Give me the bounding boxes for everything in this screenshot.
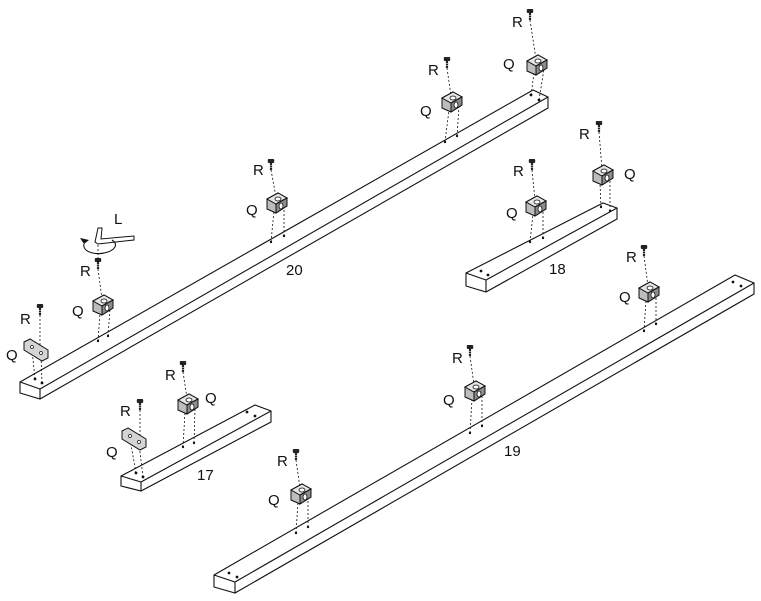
bracket-label-Q: Q xyxy=(72,303,84,320)
screw-label-R: R xyxy=(165,367,176,384)
screw-icon xyxy=(35,302,45,317)
screw-icon xyxy=(266,157,276,172)
guide-line xyxy=(97,268,103,300)
screw-icon xyxy=(178,359,188,374)
part-number-18: 18 xyxy=(549,261,566,278)
guide-line xyxy=(469,398,473,434)
guide-line xyxy=(270,169,277,198)
screw-label-R: R xyxy=(80,263,91,280)
guide-line xyxy=(193,407,196,444)
plate-label-Q: Q xyxy=(106,444,118,461)
bracket-label-Q: Q xyxy=(420,103,432,120)
corner-bracket-icon xyxy=(526,54,548,76)
screw-icon xyxy=(465,343,475,358)
guide-line xyxy=(40,354,43,384)
allen-key-icon xyxy=(80,227,135,262)
bracket-label-Q: Q xyxy=(443,392,455,409)
part-number-19: 19 xyxy=(504,443,521,460)
bracket-label-Q: Q xyxy=(268,492,280,509)
plate-label-Q: Q xyxy=(6,347,18,364)
screw-label-R: R xyxy=(277,453,288,470)
screw-label-R: R xyxy=(626,249,637,266)
guide-line xyxy=(182,371,188,399)
guide-line xyxy=(598,131,603,170)
screw-icon xyxy=(594,119,604,134)
guide-line xyxy=(538,68,545,101)
guide-line xyxy=(107,308,111,337)
screw-label-R: R xyxy=(253,162,264,179)
bracket-label-Q: Q xyxy=(619,289,631,306)
bracket-label-Q: Q xyxy=(503,56,515,73)
flat-plate-icon xyxy=(23,338,49,362)
guide-line xyxy=(444,109,450,143)
screw-icon xyxy=(527,157,537,172)
screw-label-R: R xyxy=(512,14,523,31)
guide-line xyxy=(531,169,536,201)
screw-icon xyxy=(639,243,649,258)
part-number-20: 20 xyxy=(286,262,303,279)
guide-line xyxy=(446,67,452,97)
guide-line xyxy=(456,105,460,137)
flat-plate-icon xyxy=(121,427,147,451)
screw-icon xyxy=(442,55,452,70)
screw-icon xyxy=(525,7,535,22)
guide-line xyxy=(469,355,475,386)
screw-label-R: R xyxy=(20,311,31,328)
guide-line xyxy=(295,501,299,534)
guide-line xyxy=(529,213,534,243)
tool-label-L: L xyxy=(114,211,122,228)
screw-icon xyxy=(291,447,301,462)
guide-line xyxy=(529,19,537,60)
guide-line xyxy=(643,255,649,287)
guide-line xyxy=(643,299,647,332)
screw-label-R: R xyxy=(428,62,439,79)
rail-18 xyxy=(465,202,618,293)
guide-line xyxy=(270,210,275,243)
screw-icon xyxy=(135,397,145,412)
bracket-label-Q: Q xyxy=(246,202,258,219)
guide-line xyxy=(599,182,602,208)
guide-line xyxy=(97,312,101,342)
bracket-label-Q: Q xyxy=(205,390,217,407)
screw-label-R: R xyxy=(513,163,524,180)
rail-20 xyxy=(19,89,549,400)
screw-label-R: R xyxy=(452,350,463,367)
guide-line xyxy=(295,459,301,489)
bracket-label-Q: Q xyxy=(506,205,518,222)
screw-icon xyxy=(93,256,103,271)
rail-17 xyxy=(120,404,272,492)
part-number-17: 17 xyxy=(197,467,214,484)
rail-19 xyxy=(213,274,755,594)
guide-line xyxy=(182,411,186,448)
guide-line xyxy=(138,443,144,478)
screw-label-R: R xyxy=(579,126,590,143)
screw-label-R: R xyxy=(120,403,131,420)
hardware-group: Q R Q R Q R Q R Q R Q R Q R Q R Q R Q R Q R Q R xyxy=(6,7,660,534)
corner-bracket-icon xyxy=(441,91,463,113)
bracket-label-Q: Q xyxy=(624,166,636,183)
